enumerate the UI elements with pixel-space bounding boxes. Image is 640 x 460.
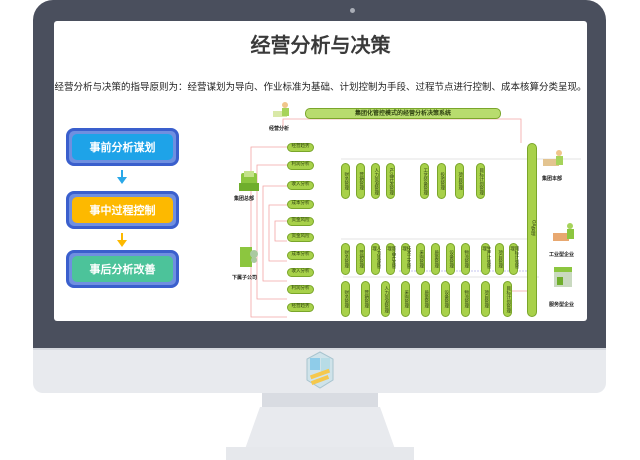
step-label: 事中过程控制 xyxy=(72,197,173,223)
left-item[interactable]: 资金风险 xyxy=(287,217,314,226)
monitor-base xyxy=(226,447,414,460)
group-office-person-icon xyxy=(543,150,563,166)
brand-logo-icon xyxy=(306,351,334,389)
actor-sub-label: 下属子公司 xyxy=(232,275,258,281)
bottom-module[interactable]: 财务管理 xyxy=(341,281,350,317)
industrial-enterprise-icon xyxy=(553,223,574,241)
bottom-module[interactable]: 采购管理 xyxy=(401,281,410,317)
top-module[interactable]: 投资管理 xyxy=(437,163,446,199)
mid-module[interactable]: 技术工艺管理 xyxy=(401,243,411,275)
mid-module[interactable]: 人力资源管理 xyxy=(371,243,381,275)
step-post-improvement[interactable]: 事后分析改善 xyxy=(66,250,179,288)
actor-hq-label: 集团总部 xyxy=(234,196,255,202)
left-item[interactable]: 收入分析 xyxy=(287,181,314,190)
left-item[interactable]: 成本分析 xyxy=(287,200,314,209)
step-label: 事前分析谋划 xyxy=(72,134,173,160)
bottom-module[interactable]: 营销管理 xyxy=(361,281,370,317)
page-subtitle: 经营分析与决策的指导原则为：经营谋划为导向、作业标准为基础、计划控制为手段、过程… xyxy=(54,82,587,93)
top-module[interactable]: 财务管理 xyxy=(341,163,350,199)
mid-module[interactable]: 财务管理 xyxy=(341,243,350,275)
arrow-down-icon xyxy=(117,170,127,184)
headquarters-building-icon xyxy=(239,171,259,191)
bottom-module[interactable]: 设备管理 xyxy=(441,281,450,317)
mid-module[interactable]: 新品开发管理 xyxy=(386,243,396,275)
service-enterprise-icon xyxy=(554,267,572,287)
top-module[interactable]: 工艺装备管理 xyxy=(420,163,429,199)
actor-service-label: 服务型企业 xyxy=(549,302,575,308)
actor-group-hq-label: 集团本部 xyxy=(542,176,563,182)
actor-industrial-label: 工业型企业 xyxy=(549,252,575,258)
left-item[interactable]: 利润分析 xyxy=(287,285,314,294)
monitor-neck xyxy=(262,393,378,407)
bottom-module[interactable]: 人力资源管理 xyxy=(381,281,390,317)
analyst-person-icon xyxy=(273,102,289,117)
top-module[interactable]: 营销管理 xyxy=(356,163,365,199)
mid-module[interactable]: 物流管理 xyxy=(461,243,470,275)
arrow-down-icon xyxy=(117,233,127,247)
top-module[interactable]: 人力资源管理 xyxy=(371,163,380,199)
bottom-module[interactable]: 质量管理 xyxy=(421,281,430,317)
bottom-module[interactable]: 目标计划管理 xyxy=(503,281,512,317)
step-label: 事后分析改善 xyxy=(72,256,173,282)
left-item[interactable]: 利润分析 xyxy=(287,161,314,170)
subsidiary-building-icon xyxy=(240,247,258,267)
bottom-module[interactable]: 项目管理 xyxy=(481,281,490,317)
left-item[interactable]: 成本分析 xyxy=(287,251,314,260)
camera-dot xyxy=(350,8,355,13)
mid-module[interactable]: 项目管理 xyxy=(495,243,504,275)
mid-module[interactable]: 质量管理 xyxy=(431,243,440,275)
mid-module[interactable]: 营销管理 xyxy=(356,243,365,275)
oa-management-bar[interactable]: OA管理 xyxy=(527,143,537,317)
left-item[interactable]: 经营趋势 xyxy=(287,143,314,152)
left-item[interactable]: 经营趋势 xyxy=(287,303,314,312)
left-item[interactable]: 收入分析 xyxy=(287,268,314,277)
actor-analysis-label: 经营分析 xyxy=(269,126,290,132)
top-module[interactable]: 产品开发管理 xyxy=(386,163,395,199)
decision-system-diagram: 集团化管控模式的经营分析决策系统 经营分析 集团总部 下属子公司 集团本部 工业… xyxy=(229,101,587,321)
page-title: 经营分析与决策 xyxy=(250,33,391,57)
step-in-process-control[interactable]: 事中过程控制 xyxy=(66,191,179,229)
top-module[interactable]: 目标计划管理 xyxy=(476,163,485,199)
mid-module[interactable]: 生产计划管理 xyxy=(481,243,491,275)
mid-module[interactable]: 设备管理 xyxy=(446,243,455,275)
mid-module[interactable]: 采购管理 xyxy=(416,243,425,275)
step-pre-planning[interactable]: 事前分析谋划 xyxy=(66,128,179,166)
left-item[interactable]: 资金风险 xyxy=(287,233,314,242)
diagram-banner: 集团化管控模式的经营分析决策系统 xyxy=(305,108,501,119)
top-module[interactable]: 项目管理 xyxy=(455,163,464,199)
mid-module[interactable]: 目标计划管理 xyxy=(509,243,519,275)
monitor-stand xyxy=(245,407,395,449)
bottom-module[interactable]: 物流管理 xyxy=(461,281,470,317)
monitor-screen: 经营分析与决策 经营分析与决策的指导原则为：经营谋划为导向、作业标准为基础、计划… xyxy=(54,21,587,321)
